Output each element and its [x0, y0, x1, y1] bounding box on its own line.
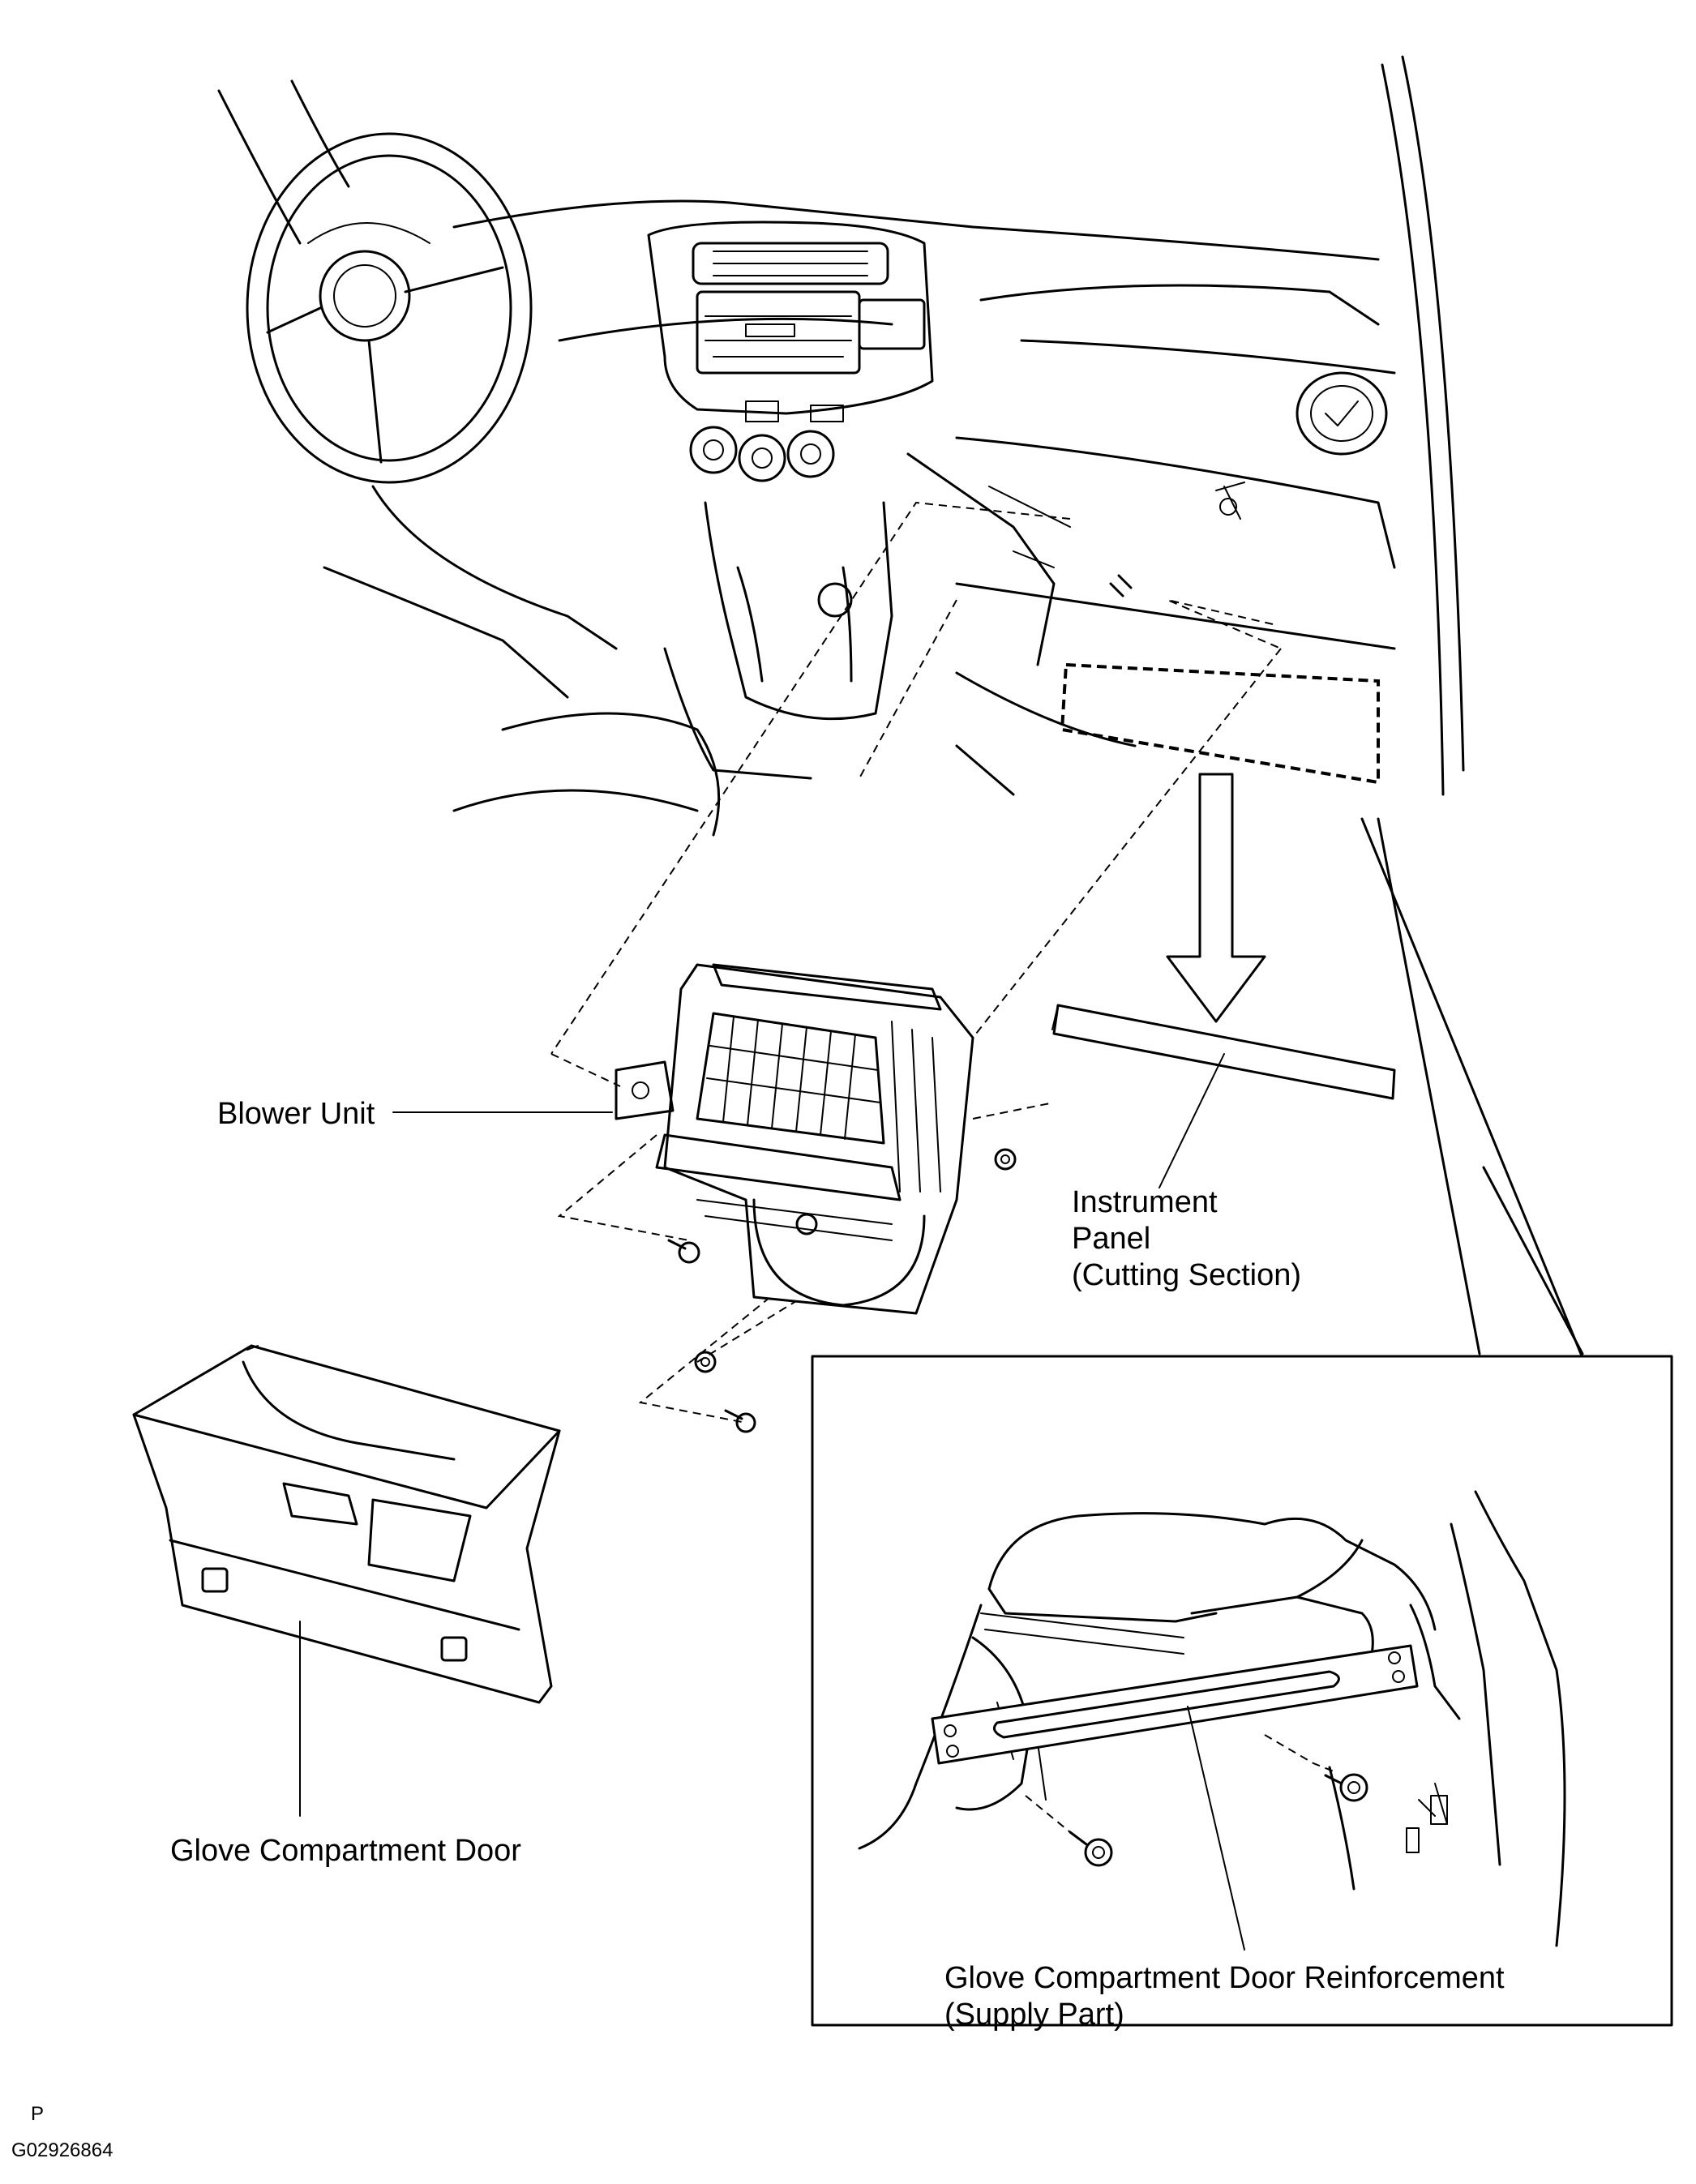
blower-unit-part — [615, 963, 1017, 1433]
reinforcement-label-1: Glove Compartment Door Reinforcement — [944, 1961, 1505, 1995]
glove-door-label: Glove Compartment Door — [170, 1834, 521, 1868]
reinforcement-label-2: (Supply Part) — [944, 1998, 1124, 2032]
blower-bolt-2 — [724, 1409, 756, 1433]
blower-unit-label: Blower Unit — [217, 1097, 375, 1131]
center-console — [647, 221, 934, 482]
instrument-panel-label-1: Instrument — [1072, 1185, 1218, 1219]
instrument-panel-section-part — [1051, 1004, 1396, 1188]
blower-bolt-1 — [667, 1239, 700, 1264]
down-arrow-icon — [1166, 773, 1266, 1023]
reinforcement-bar-part — [931, 1644, 1419, 1765]
glove-compartment-door-part — [132, 1344, 561, 1704]
inset-bolt-1 — [1025, 1795, 1113, 1867]
detail-inset — [811, 817, 1673, 2027]
code-letter: P — [31, 2103, 44, 2125]
assembly-guide-lines — [550, 501, 1282, 1424]
dashboard-illustration — [217, 55, 1465, 837]
figure-id: G02926864 — [11, 2139, 113, 2161]
instrument-panel-label-3: (Cutting Section) — [1072, 1258, 1301, 1292]
blower-nut-1 — [994, 1148, 1017, 1171]
inset-bolt-2 — [1264, 1734, 1368, 1802]
steering-wheel — [246, 132, 533, 484]
blower-nut-2 — [694, 1351, 717, 1373]
instrument-panel-label-2: Panel — [1072, 1222, 1150, 1256]
